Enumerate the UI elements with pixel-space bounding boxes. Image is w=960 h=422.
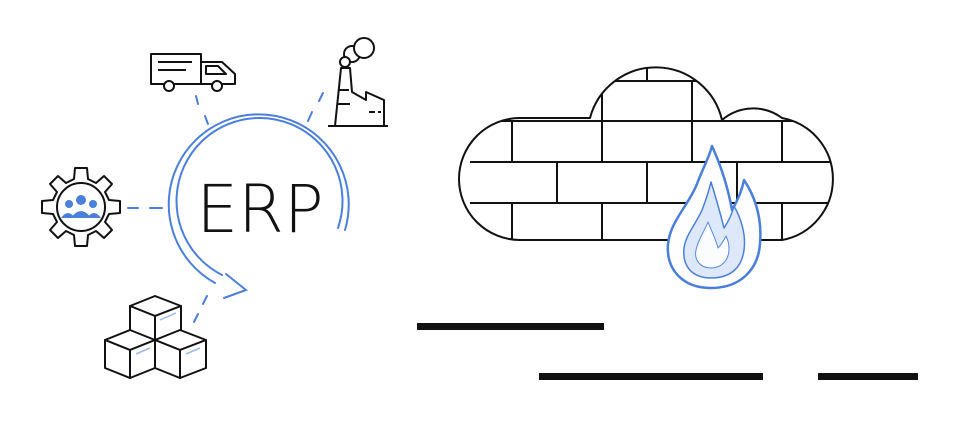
stacked-boxes-icon [104, 295, 207, 379]
cloud-outline [458, 66, 834, 241]
decorative-line-3 [818, 373, 918, 380]
erp-cycle-group: ERP [41, 37, 388, 379]
factory-icon [328, 37, 388, 127]
decorative-lines [417, 323, 918, 380]
circular-arrow-icon [167, 113, 350, 299]
box-tape-marks [135, 312, 201, 355]
delivery-truck-icon [150, 53, 236, 92]
team-gear-icon [41, 167, 121, 247]
flame-icon [666, 144, 762, 290]
brick-cloud-firewall-icon [458, 66, 834, 241]
erp-label: ERP [196, 171, 323, 248]
connector-lines [127, 92, 324, 323]
decorative-line-2 [539, 373, 763, 380]
brick-pattern [470, 67, 830, 240]
decorative-line-1 [417, 323, 604, 330]
